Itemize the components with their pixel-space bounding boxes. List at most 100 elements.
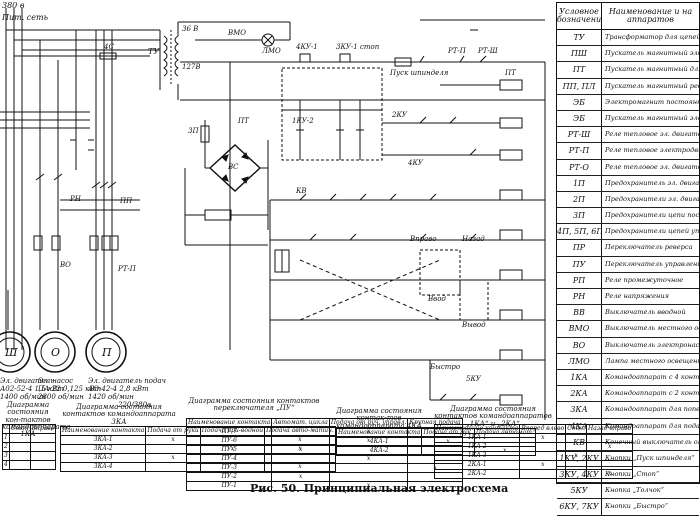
table-cell: x bbox=[271, 445, 330, 455]
legend-description: Пускатель магнитный электромагнита bbox=[605, 113, 699, 122]
table-cell bbox=[271, 463, 330, 473]
voltage-label: 220/380в bbox=[118, 401, 152, 409]
table-cell bbox=[565, 433, 588, 443]
table-cell: 2КА-2 bbox=[433, 469, 521, 479]
table-cell bbox=[29, 442, 57, 452]
table-cell bbox=[271, 454, 330, 464]
table-cell bbox=[586, 460, 634, 470]
table-header-cell: Стоп bbox=[565, 424, 588, 434]
contact-stop-label: 3КУ-1 стоп bbox=[336, 43, 380, 51]
supply-network-label: Пит. сеть bbox=[2, 13, 48, 22]
contact-1ku2-label: 1КУ-2 bbox=[292, 117, 314, 125]
table-cell: 1 bbox=[2, 433, 10, 443]
table-cell: ПУ-7 bbox=[185, 427, 273, 437]
table-cell bbox=[29, 451, 57, 461]
legend-code: ЭБ bbox=[557, 94, 602, 110]
table-cell bbox=[271, 481, 330, 491]
table-cell: 4КА-2 bbox=[335, 446, 423, 456]
fast-label: Быстро bbox=[430, 363, 461, 371]
table-row: 4 bbox=[2, 460, 57, 470]
contact-4ku1-label: 4КУ-1 bbox=[296, 43, 318, 51]
transformer-label: ТУ bbox=[148, 47, 160, 56]
legend-description: Пускатель магнитный электродвигателя шпи… bbox=[605, 49, 699, 58]
table-cell bbox=[8, 442, 31, 452]
table-row: 1 bbox=[2, 433, 57, 443]
direction-out-label: Вывод bbox=[462, 321, 486, 329]
legend-description: Пускатель магнитный реверсивный эл. двиг… bbox=[605, 81, 699, 90]
legend-code: ПП, ПЛ bbox=[557, 78, 602, 94]
motor1-rpm: 1400 об/мин bbox=[0, 393, 46, 401]
direction-right-label: Вправо bbox=[410, 235, 437, 243]
table-header-cell: Вперед влево bbox=[519, 424, 567, 434]
legend-table: Условное обозначение Наименование и на а… bbox=[556, 2, 700, 516]
legend-description: Реле промежуточное bbox=[605, 275, 684, 284]
legend-description: Конечный выключатель ограничения bbox=[605, 437, 699, 446]
legend-description: Командоаппарат с 2 конт. тяги для попере… bbox=[605, 389, 699, 398]
relay-rt-p-label: РТ-П bbox=[118, 265, 136, 273]
legend-code: ВО bbox=[557, 337, 602, 353]
legend-col-code: Условное обозначение bbox=[557, 3, 602, 29]
table-cell: ПУ-3 bbox=[185, 463, 273, 473]
table-cell: x bbox=[519, 460, 567, 470]
table-cell: 4КА-1 bbox=[335, 437, 423, 447]
legend-code: ПТ bbox=[557, 62, 602, 78]
motor1-title: Эл. двигатель bbox=[0, 377, 55, 385]
legend-description: Предохранители эл. двигателя bbox=[605, 194, 699, 203]
legend-code: 1КА bbox=[557, 369, 602, 386]
table-cell bbox=[271, 427, 330, 437]
table-cell: x bbox=[565, 451, 588, 461]
table-cell bbox=[565, 442, 588, 452]
switch-vo-label: ВО bbox=[60, 261, 71, 269]
table-cell bbox=[328, 472, 409, 482]
legend-description: Командоаппарат с 4 конт. тяги для продол… bbox=[605, 372, 699, 381]
table-cell bbox=[519, 451, 567, 461]
table-cell: 2КА-1 bbox=[433, 460, 521, 470]
legend-description: Реле тепловое электродвигателя bbox=[605, 146, 699, 155]
legend-description: Выключатель местного осв bbox=[605, 324, 699, 333]
relay-pt-top-label: ПТ bbox=[505, 69, 516, 77]
fuse-label: 4С bbox=[104, 43, 114, 51]
button-5ku-label: 5КУ bbox=[466, 375, 481, 383]
table-header-cell: Наименование контакта bbox=[433, 424, 521, 434]
table-cell: 1КА-2 bbox=[433, 442, 521, 452]
figure-caption: Рис. 50. Принципиальная электросхема bbox=[250, 482, 509, 495]
legend-description: Предохранитель эл. двигателя bbox=[605, 178, 699, 187]
table-cell: 3КА-2 bbox=[59, 444, 147, 454]
bridge-label: ВС bbox=[228, 163, 239, 171]
table-cell bbox=[29, 460, 57, 470]
motor3-rpm: 1420 об/мин bbox=[88, 393, 134, 401]
legend-code: ЭБ bbox=[557, 110, 602, 127]
legend-description: Кнопки „Пуск шпинделя“ bbox=[605, 453, 695, 462]
legend-code: РТ-П bbox=[557, 143, 602, 159]
table-header-cell: Стоп bbox=[8, 424, 31, 434]
table-cell bbox=[565, 460, 588, 470]
motor-spindle-symbol: Ш bbox=[5, 346, 18, 359]
supply-voltage-label: 380 в bbox=[2, 1, 25, 10]
motor3-title: Эл. двигатель подач bbox=[88, 377, 166, 385]
legend-header: Условное обозначение Наименование и на а… bbox=[557, 3, 699, 30]
legend-code: 6КУ, 7КУ bbox=[557, 499, 602, 515]
legend-code: 3П bbox=[557, 208, 602, 224]
legend-description: Трансформатор для цепей управления и осв… bbox=[605, 33, 699, 41]
motor-pump-symbol: О bbox=[51, 346, 61, 359]
table-header-cell: Вправо bbox=[29, 424, 57, 434]
table-header-cell: Наименование контакта bbox=[185, 418, 273, 428]
